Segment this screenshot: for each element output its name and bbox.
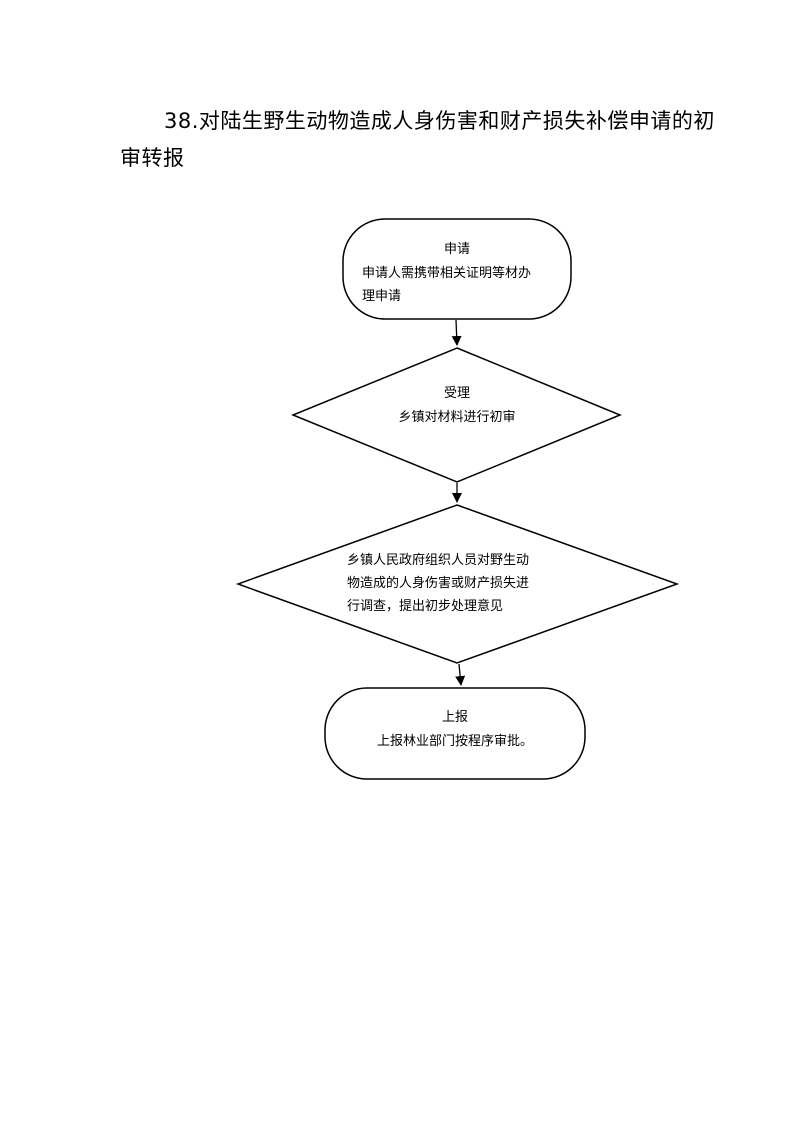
edge-apply-to-accept (451, 319, 462, 346)
node-accept-heading: 受理 (444, 386, 470, 401)
node-investigate-line-3: 行调查，提出初步处理意见 (347, 598, 503, 614)
node-investigate-line-1: 乡镇人民政府组织人员对野生动 (347, 553, 529, 568)
node-report: 上报 上报林业部门按程序审批。 (324, 687, 586, 780)
node-report-shape (324, 687, 586, 780)
node-apply-shape (342, 218, 572, 320)
node-investigate-line-2: 物造成的人身伤害或财产损失进 (347, 575, 529, 591)
node-apply: 申请 申请人需携带相关证明等材办 理申请 (342, 218, 572, 320)
node-report-heading: 上报 (442, 710, 468, 725)
node-investigate: 乡镇人民政府组织人员对野生动 物造成的人身伤害或财产损失进 行调查，提出初步处理… (235, 504, 680, 664)
node-investigate-shape (235, 504, 680, 664)
node-apply-line-2: 理申请 (362, 289, 401, 304)
page-title: 38.对陆生野生动物造成人身伤害和财产损失补偿申请的初审转报 (120, 109, 715, 170)
node-apply-heading: 申请 (444, 242, 470, 257)
node-accept: 受理 乡镇对材料进行初审 (291, 347, 622, 483)
node-apply-line-1: 申请人需携带相关证明等材办 (362, 265, 531, 281)
node-accept-shape (291, 347, 622, 483)
node-report-line-1: 上报林业部门按程序审批。 (377, 734, 533, 749)
edge-investigate-to-report (455, 663, 466, 686)
node-accept-line-1: 乡镇对材料进行初审 (398, 410, 515, 425)
